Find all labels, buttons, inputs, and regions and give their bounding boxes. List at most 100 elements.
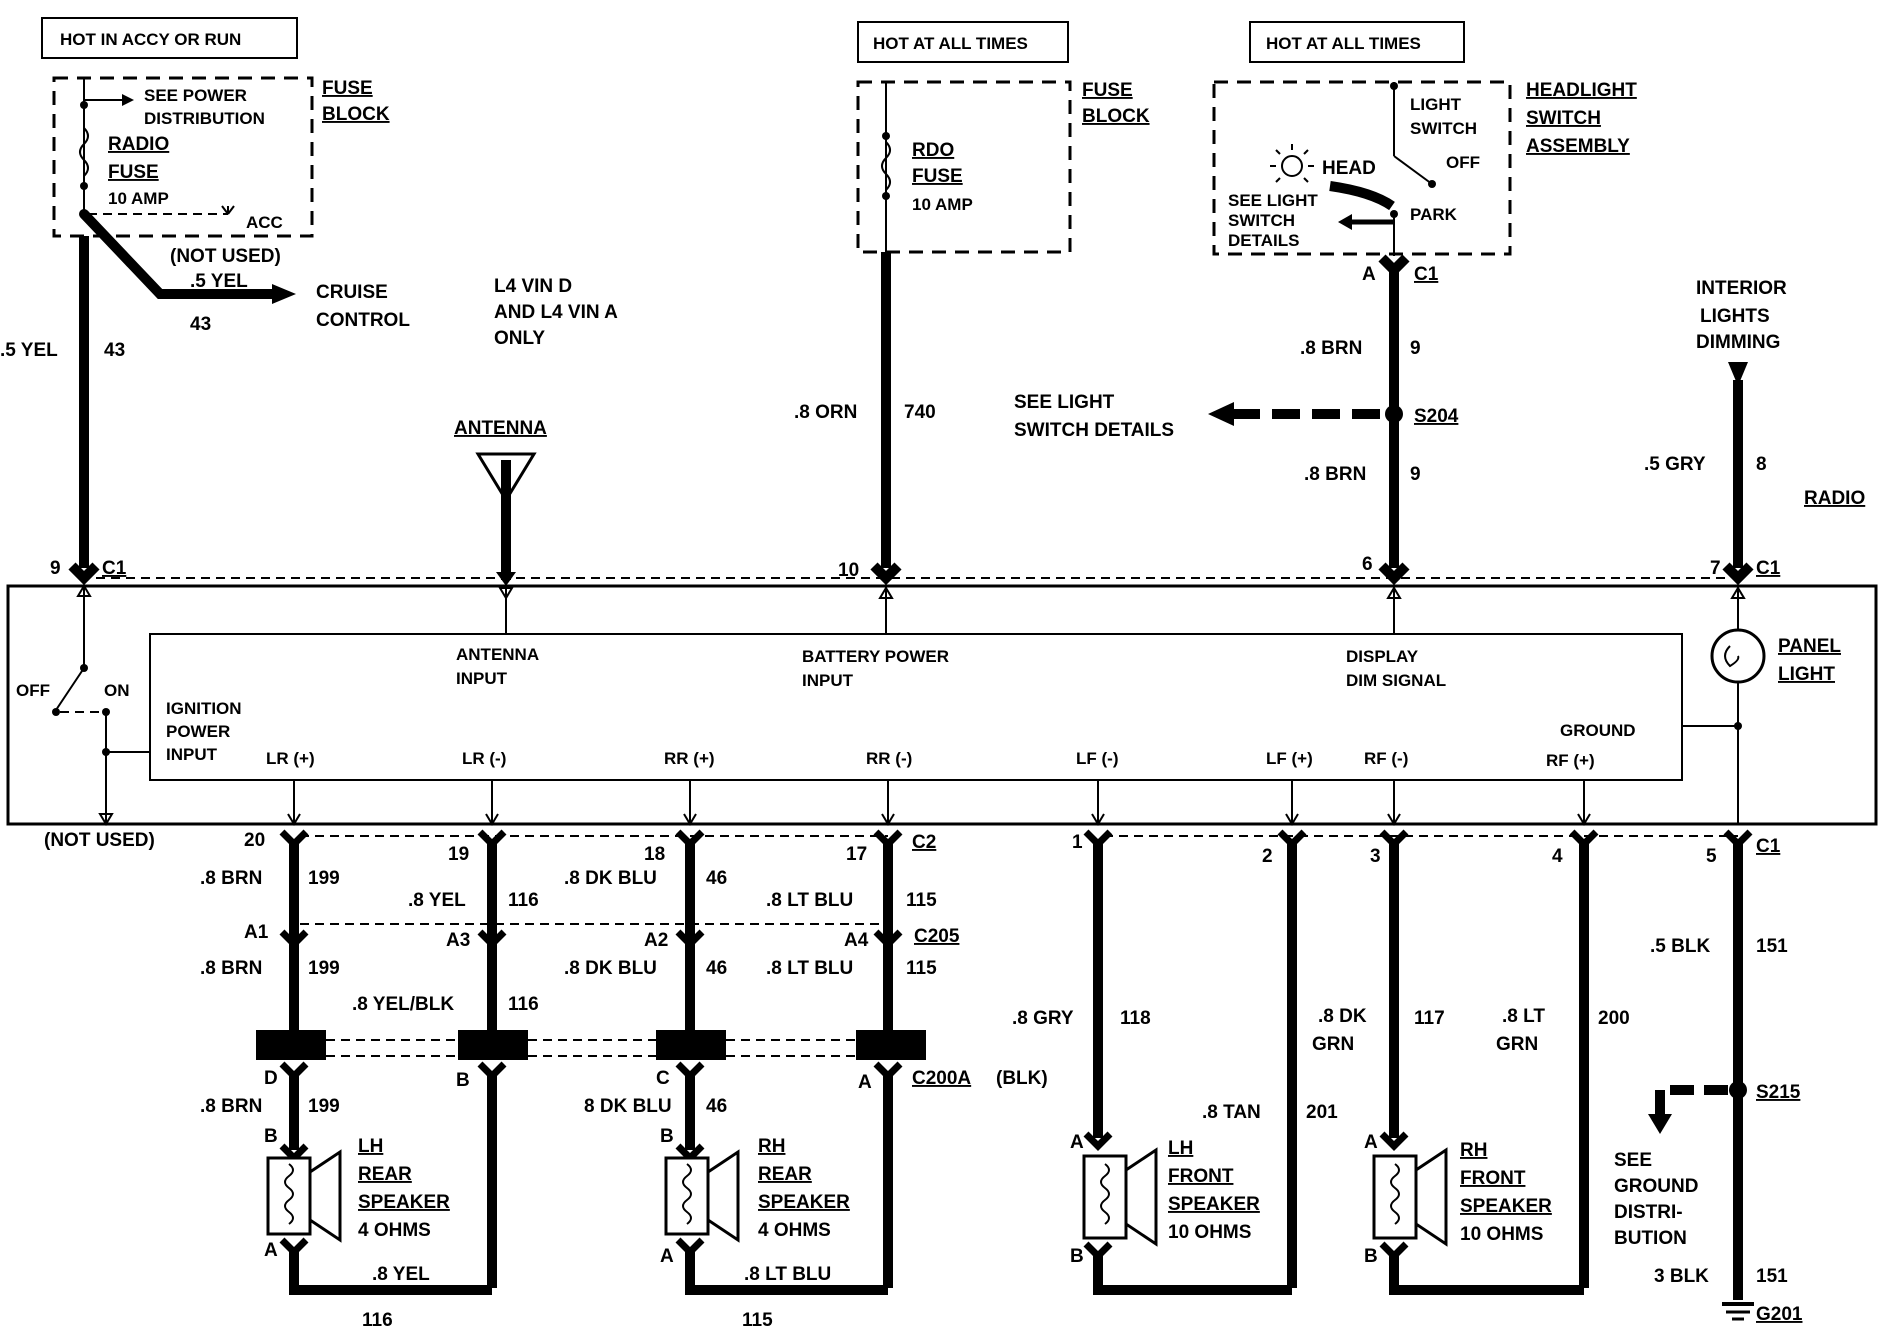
light-switch-1: LIGHT	[1410, 95, 1462, 114]
rh-front-1: RH	[1460, 1140, 1487, 1161]
switch-head: HEAD	[1322, 158, 1376, 179]
fw-w2a: .8 DK	[1318, 1006, 1367, 1027]
fuse-block-1-title-2: BLOCK	[322, 104, 390, 125]
radio-fuse-2: FUSE	[108, 162, 159, 183]
gnd-circuit-2: 151	[1756, 1266, 1788, 1287]
rdo-fuse-2: FUSE	[912, 166, 963, 187]
lh-rear-1: LH	[358, 1136, 383, 1157]
fw-w4: .8 TAN	[1202, 1102, 1261, 1123]
splice-s204	[1385, 405, 1403, 423]
rw-c5: 199	[308, 958, 340, 979]
pin-18: 18	[644, 844, 665, 865]
pin-6: 6	[1362, 554, 1373, 575]
rh-rear-speaker-icon	[664, 1143, 740, 1257]
c205-a4: A4	[844, 930, 869, 951]
rw-c7: 46	[706, 958, 727, 979]
cruise-wire-color: .5 YEL	[190, 271, 248, 292]
gnd-wire-2: 3 BLK	[1654, 1266, 1709, 1287]
rw-w5: .8 BRN	[200, 958, 262, 979]
pin-4: 4	[1552, 846, 1563, 867]
rh-front-3: SPEAKER	[1460, 1196, 1552, 1217]
out-lf-plus: LF (+)	[1266, 749, 1313, 768]
pin-19: 19	[448, 844, 469, 865]
pin-10: 10	[838, 560, 859, 581]
note-line-3: ONLY	[494, 328, 545, 349]
interior-2: LIGHTS	[1700, 306, 1770, 327]
c200a-color: (BLK)	[996, 1068, 1048, 1089]
gnd-dist-wire	[1655, 1085, 1728, 1120]
lh-front-pin-a: A	[1070, 1132, 1084, 1153]
antenna-input-1: ANTENNA	[456, 645, 539, 664]
rh-rear-4: 4 OHMS	[758, 1220, 831, 1241]
gnd-see-4: BUTION	[1614, 1228, 1687, 1249]
ign-input-1: IGNITION	[166, 699, 242, 718]
c200a-d: D	[264, 1068, 278, 1089]
conn-c1-bottom: C1	[1756, 836, 1781, 857]
hot-all-times-label-2: HOT AT ALL TIMES	[1266, 34, 1421, 53]
conn-c2: C2	[912, 832, 936, 853]
pin-3: 3	[1370, 846, 1381, 867]
gnd-see-2: GROUND	[1614, 1176, 1698, 1197]
lh-front-speaker-icon	[1082, 1131, 1158, 1261]
antenna-input-2: INPUT	[456, 669, 508, 688]
splice-s215	[1729, 1081, 1747, 1099]
switch-blade	[1393, 155, 1433, 185]
lh-rear-3: SPEAKER	[358, 1192, 450, 1213]
fw-c4: 201	[1306, 1102, 1338, 1123]
c205-chevrons	[279, 929, 903, 949]
light-switch-2: SWITCH	[1410, 119, 1477, 138]
int-wire-circuit: 8	[1756, 454, 1767, 475]
rdo-fuse-rating: 10 AMP	[912, 195, 973, 214]
fuse-block-1-title-1: FUSE	[322, 78, 373, 99]
interior-1: INTERIOR	[1696, 278, 1787, 299]
c200a-a: A	[858, 1072, 872, 1093]
rw-c10: 46	[706, 1096, 727, 1117]
hot-all-times-label-1: HOT AT ALL TIMES	[873, 34, 1028, 53]
rw-w9: .8 BRN	[200, 1096, 262, 1117]
panel-light-1: PANEL	[1778, 636, 1841, 657]
int-wire-color: .5 GRY	[1644, 454, 1706, 475]
rw-bottom-c2: 115	[742, 1310, 773, 1328]
ground-label: GROUND	[1560, 721, 1636, 740]
rw-c1: 199	[308, 868, 340, 889]
switch-off: OFF	[1446, 153, 1480, 172]
c205-a2: A2	[644, 930, 668, 951]
batt-wire-circuit: 740	[904, 402, 936, 423]
headlight-switch-outline	[1212, 80, 1512, 256]
rh-front-return	[1389, 1254, 1584, 1295]
rh-front-4: 10 OHMS	[1460, 1224, 1543, 1245]
cruise-circuit: 43	[190, 314, 211, 335]
battery-input-2: INPUT	[802, 671, 854, 690]
dim-wire-color-1: .8 BRN	[1300, 338, 1362, 359]
rw-w3: .8 DK BLU	[564, 868, 657, 889]
pin-9: 9	[50, 558, 61, 579]
antenna-icon	[475, 452, 537, 580]
headlight-title-3: ASSEMBLY	[1526, 136, 1630, 157]
rw-c8: 115	[906, 958, 937, 979]
headlight-title-1: HEADLIGHT	[1526, 80, 1637, 101]
fw-c2: 117	[1414, 1008, 1445, 1029]
ign-input-3: INPUT	[166, 745, 218, 764]
cruise-not-used: (NOT USED)	[170, 246, 281, 267]
rw-c2: 116	[508, 890, 539, 911]
fuse-symbol-2	[881, 141, 891, 191]
rh-front-pin-a: A	[1364, 1132, 1378, 1153]
rh-rear-pin-b: B	[660, 1126, 674, 1147]
lh-front-return	[1093, 1254, 1292, 1295]
rh-rear-return	[685, 1250, 888, 1295]
fw-c3: 200	[1598, 1008, 1630, 1029]
ground-icon	[1722, 1302, 1754, 1321]
rw-c4: 115	[906, 890, 937, 911]
battery-input-1: BATTERY POWER	[802, 647, 949, 666]
see-details-2: SWITCH	[1228, 211, 1295, 230]
splice-s215-label: S215	[1756, 1082, 1801, 1103]
cruise-dest-1: CRUISE	[316, 282, 388, 303]
see-power-1: SEE POWER	[144, 86, 247, 105]
radio-title: RADIO	[1804, 488, 1865, 509]
headlight-conn-c1: C1	[1414, 264, 1439, 285]
lh-rear-4: 4 OHMS	[358, 1220, 431, 1241]
rh-rear-pin-a: A	[660, 1246, 674, 1267]
rw-w2: .8 YEL	[408, 890, 466, 911]
lh-rear-pin-a: A	[264, 1240, 278, 1261]
